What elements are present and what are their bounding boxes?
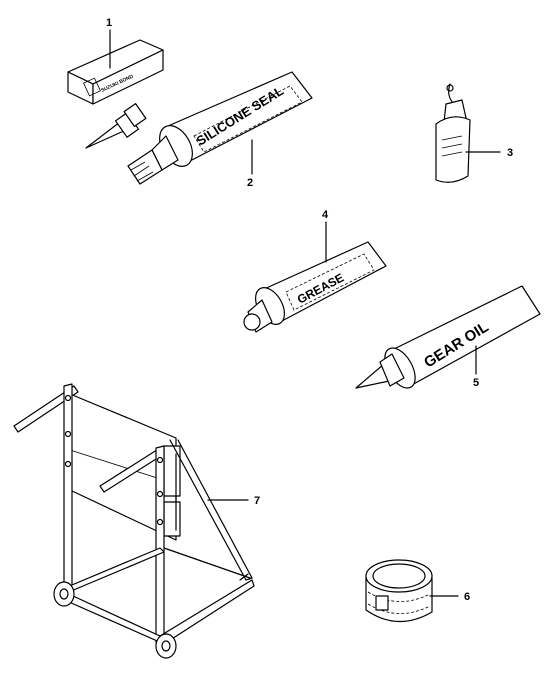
engine-stand xyxy=(13,383,255,659)
oil-bottle xyxy=(435,83,471,183)
applicator-nozzle xyxy=(85,103,147,149)
gear-oil-tube: GEAR OIL xyxy=(355,285,541,389)
callout-7: 7 xyxy=(254,495,260,507)
grease-tin xyxy=(365,559,433,623)
callout-6: 6 xyxy=(464,591,470,603)
silicone-seal-tube: SILICONE SEAL xyxy=(127,71,313,185)
callout-2: 2 xyxy=(247,177,253,189)
grease-tube: GREASE xyxy=(243,241,387,333)
callout-3: 3 xyxy=(507,147,513,159)
callout-5: 5 xyxy=(473,377,479,389)
bond-box: SUZUKI BOND xyxy=(67,39,164,105)
callout-4: 4 xyxy=(322,209,329,221)
callout-1: 1 xyxy=(106,17,112,29)
